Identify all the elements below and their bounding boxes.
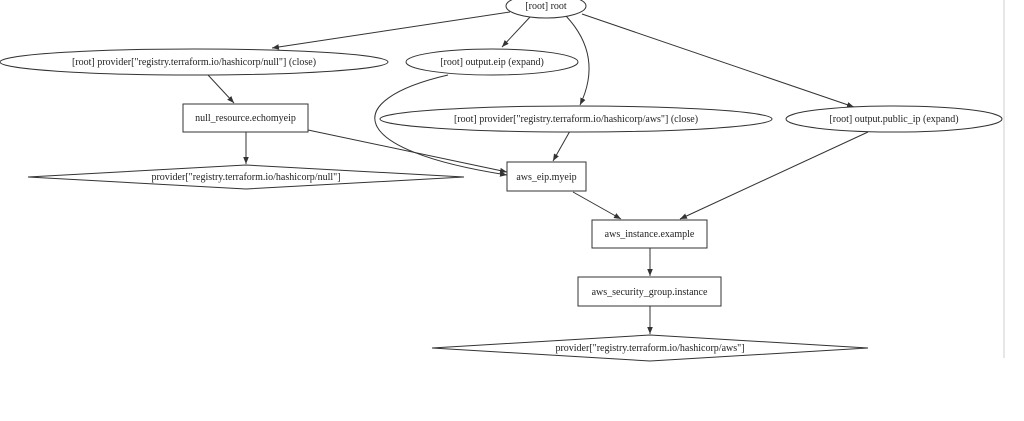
- node-provider-aws-close-label: [root] provider["registry.terraform.io/h…: [454, 114, 698, 125]
- node-aws-sg-label: aws_security_group.instance: [592, 287, 708, 298]
- node-provider-null-label: provider["registry.terraform.io/hashicor…: [151, 172, 340, 183]
- node-root-shape: [505, 0, 587, 19]
- node-aws-eip: aws_eip.myeip: [506, 161, 587, 192]
- node-null-resource: null_resource.echomyeip: [182, 103, 309, 133]
- node-provider-null-shape: [27, 164, 465, 190]
- edge-provider-aws-close-to-aws-eip: [552, 130, 571, 162]
- node-aws-instance: aws_instance.example: [591, 219, 708, 249]
- node-output-eip: [root] output.eip (expand): [405, 48, 579, 76]
- node-output-eip-shape: [405, 48, 579, 76]
- node-output-eip-label: [root] output.eip (expand): [440, 57, 544, 68]
- node-aws-sg: aws_security_group.instance: [577, 276, 722, 307]
- node-aws-eip-label: aws_eip.myeip: [516, 172, 576, 183]
- node-output-public-ip-shape: [785, 105, 1003, 133]
- node-output-public-ip-label: [root] output.public_ip (expand): [829, 114, 958, 125]
- node-provider-null-close: [root] provider["registry.terraform.io/h…: [0, 48, 389, 76]
- node-aws-eip-shape: [506, 161, 587, 192]
- node-root-label: [root] root: [525, 1, 567, 12]
- node-aws-instance-label: aws_instance.example: [605, 229, 695, 240]
- node-provider-null-close-shape: [0, 48, 389, 76]
- node-provider-aws-shape: [431, 334, 869, 362]
- edge-root-to-output-eip: [501, 16, 531, 48]
- node-provider-null-close-label: [root] provider["registry.terraform.io/h…: [72, 57, 316, 68]
- edges: [207, 11, 869, 334]
- node-provider-aws-close: [root] provider["registry.terraform.io/h…: [379, 105, 773, 133]
- node-null-resource-label: null_resource.echomyeip: [195, 113, 296, 124]
- node-output-public-ip: [root] output.public_ip (expand): [785, 105, 1003, 133]
- node-null-resource-shape: [182, 103, 309, 133]
- node-provider-null: provider["registry.terraform.io/hashicor…: [27, 164, 465, 190]
- node-provider-aws-close-shape: [379, 105, 773, 133]
- edge-root-to-provider-null-close: [271, 11, 511, 50]
- edge-root-to-output-public-ip: [581, 13, 855, 108]
- node-provider-aws-label: provider["registry.terraform.io/hashicor…: [555, 343, 744, 354]
- edge-output-public-ip-to-aws-instance: [679, 131, 869, 220]
- node-aws-instance-shape: [591, 219, 708, 249]
- edge-root-to-provider-aws-close: [565, 15, 590, 106]
- nodes: [root] root [root] provider["registry.te…: [0, 0, 1003, 362]
- edge-output-eip-to-aws-eip: [374, 74, 508, 177]
- edge-aws-eip-to-aws-instance: [572, 191, 622, 220]
- edge-provider-null-close-to-null-resource: [207, 74, 235, 104]
- node-provider-aws: provider["registry.terraform.io/hashicor…: [431, 334, 869, 362]
- edge-null-resource-to-aws-eip: [307, 129, 508, 174]
- node-root: [root] root: [505, 0, 587, 19]
- node-aws-sg-shape: [577, 276, 722, 307]
